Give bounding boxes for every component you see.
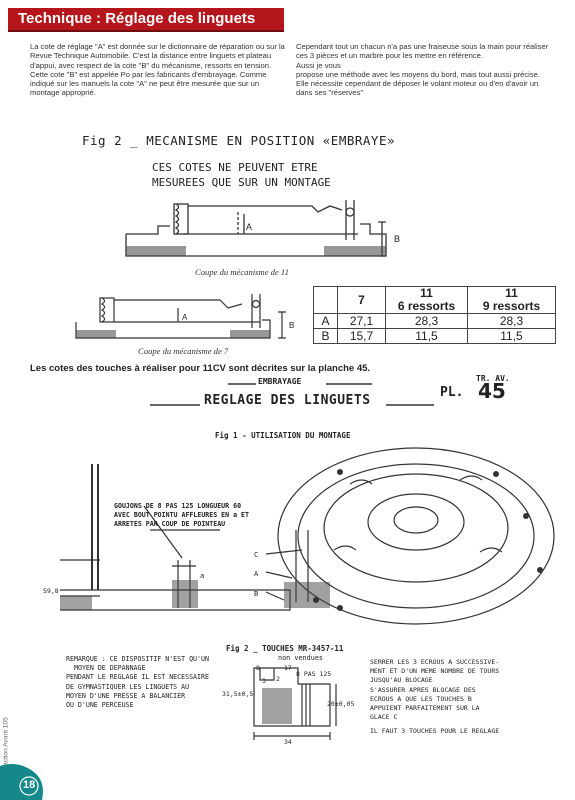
table-header-11-9-line-1: 11 [505,286,518,300]
note-planche-45: Les cotes des touches à réaliser pour 11… [30,363,371,374]
plate-pl-label: PL. [440,385,464,400]
table-header-11-6-line-2: 6 ressorts [397,299,456,313]
remarque-line-2: MOYEN DE DEPANNAGE [74,664,146,673]
fig1-montage-drawing: C A B a 59,8 [43,447,555,625]
page-title: Technique : Réglage des linguets [18,10,256,27]
table-row-label: A [313,313,338,329]
remarque-note: REMARQUE : CE DISPOSITIF N'EST QU'UN MOY… [66,655,209,710]
fig1-title: Fig 1 - UTILISATION DU MONTAGE [215,431,351,440]
touches-dim-8: 8 [256,664,260,672]
header-bar: Technique : Réglage des linguets [8,8,284,32]
touches-dim-315: 31,5±0,5 [222,690,254,698]
goujons-line-3: ARRETES PAR COUP DE POINTEAU [114,520,226,528]
serrer-line-4: S'ASSURER APRES BLOCAGE DES [370,685,476,694]
section-title-reglage: REGLAGE DES LINGUETS [204,393,371,408]
table-cell: 28,3 [385,313,468,329]
intro-right-paragraph-1: Cependant tout un chacun n'a pas une fra… [296,42,549,61]
plate-tr-av: TR. AV. [476,374,510,383]
mechanism-7-label-a: A [182,313,188,322]
touches-dim-34: 34 [284,738,292,746]
touches-dim-17: 17 [284,664,292,672]
touches-dim-8-pas: 8 PAS 125 [296,670,332,678]
plate-header-rules [150,383,434,406]
table-header-7: 7 [337,286,386,314]
serrer-line-3: JUSQU'AU BLOCAGE [370,676,433,685]
mechanism-7-label-b: B [289,321,294,330]
goujons-line-2: AVEC BOUT POINTU AFFLEURES EN a ET [114,511,249,519]
serrer-line-1: SERRER LES 3 ECROUS A SUCCESSIVE- [370,658,500,666]
table-header-11-9-line-2: 9 ressorts [482,299,541,313]
table-cell: 11,5 [467,328,556,344]
remarque-line-1: REMARQUE : CE DISPOSITIF N'EST QU'UN [66,655,209,663]
intro-right-column: Cependant tout un chacun n'a pas une fra… [296,42,554,98]
figure-2-note: CES COTES NE PEUVENT ETRE MESUREES QUE S… [152,160,331,190]
dimensions-table: 7 11 6 ressorts 11 9 ressorts A 27,1 28,… [313,286,556,344]
table-header-11-6-line-1: 11 [420,286,433,300]
figure-2-note-line-1: CES COTES NE PEUVENT ETRE [152,161,318,174]
table-header-11-6: 11 6 ressorts [385,286,468,314]
touches-dim-20: 20±0,05 [327,700,355,708]
serrer-note: SERRER LES 3 ECROUS A SUCCESSIVE- MENT E… [370,658,499,722]
table-header-row: 7 11 6 ressorts 11 9 ressorts [313,286,556,314]
table-header-11-9: 11 9 ressorts [467,286,556,314]
goujons-note: GOUJONS DE 8 PAS 125 LONGUEUR 60 AVEC BO… [114,502,249,529]
mechanism-7-drawing: A B [75,294,294,339]
mechanism-11-label-a: A [246,222,252,232]
table-row: B 15,7 11,5 11,5 [313,328,556,344]
intro-right-paragraph-3: propose une méthode avec les moyens du b… [296,69,540,98]
figure-2-note-line-2: MESUREES QUE SUR UN MONTAGE [152,176,331,189]
remarque-line-4: DE GYMNASTIQUER LES LINGUETS AU [66,682,190,691]
three-touches-note: IL FAUT 3 TOUCHES POUR LE REGLAGE [370,727,500,735]
touches-dim-3: 3 [262,677,266,685]
intro-right-paragraph-2: Aussi je vous [296,60,341,70]
caption-mechanism-11: Coupe du mécanisme de 11 [195,267,289,277]
remarque-line-6: OU D'UNE PERCEUSE [66,701,134,710]
page-number-badge [0,764,43,800]
fig1-dim-598: 59,8 [43,587,59,595]
serrer-line-2: MENT ET D'UN MEME NOMBRE DE TOURS [370,667,500,676]
goujons-line-1: GOUJONS DE 8 PAS 125 LONGUEUR 60 [114,502,242,510]
intro-left-column: La cote de réglage "A" est donnée sur le… [30,42,288,98]
table-corner-cell [313,286,338,314]
serrer-line-6: APPUIENT PARFAITEMENT SUR LA [370,704,480,713]
touches-dim-2: 2 [276,675,280,683]
intro-left-paragraph: La cote de réglage "A" est donnée sur le… [30,42,285,98]
table-row: A 27,1 28,3 28,3 [313,313,556,329]
table-cell: 28,3 [467,313,556,329]
fig1-label-b: B [254,590,258,598]
fig1-label-a-small: a [200,572,204,580]
section-embrayage: EMBRAYAGE [258,377,302,386]
fig1-label-a: A [254,570,259,578]
mechanism-11-label-b: B [394,234,400,244]
table-cell: 15,7 [337,328,386,344]
fig2-touches-title: Fig 2 _ TOUCHES MR-3457-11 [226,644,344,653]
fig2-non-vendues: non vendues [278,654,324,662]
serrer-line-7: GLACE C [370,713,398,722]
table-cell: 11,5 [385,328,468,344]
remarque-line-5: MOYEN D'UNE PRESSE A BALANCIER [66,691,186,700]
page-number: 18 [23,779,36,791]
figure-2-title: Fig 2 _ MECANISME EN POSITION «EMBRAYE» [82,133,395,148]
mechanism-11-drawing: A B [125,200,400,257]
caption-mechanism-7: Coupe du mécanisme de 7 [138,346,229,356]
fig1-label-c: C [254,551,258,559]
plate-number: 45 [478,379,506,403]
touches-drawing [253,667,337,740]
serrer-line-5: ECROUS A QUE LES TOUCHES B [370,694,472,703]
remarque-line-3: PENDANT LE REGLAGE IL EST NECESSAIRE [66,673,209,682]
table-cell: 27,1 [337,313,386,329]
table-row-label: B [313,328,338,344]
